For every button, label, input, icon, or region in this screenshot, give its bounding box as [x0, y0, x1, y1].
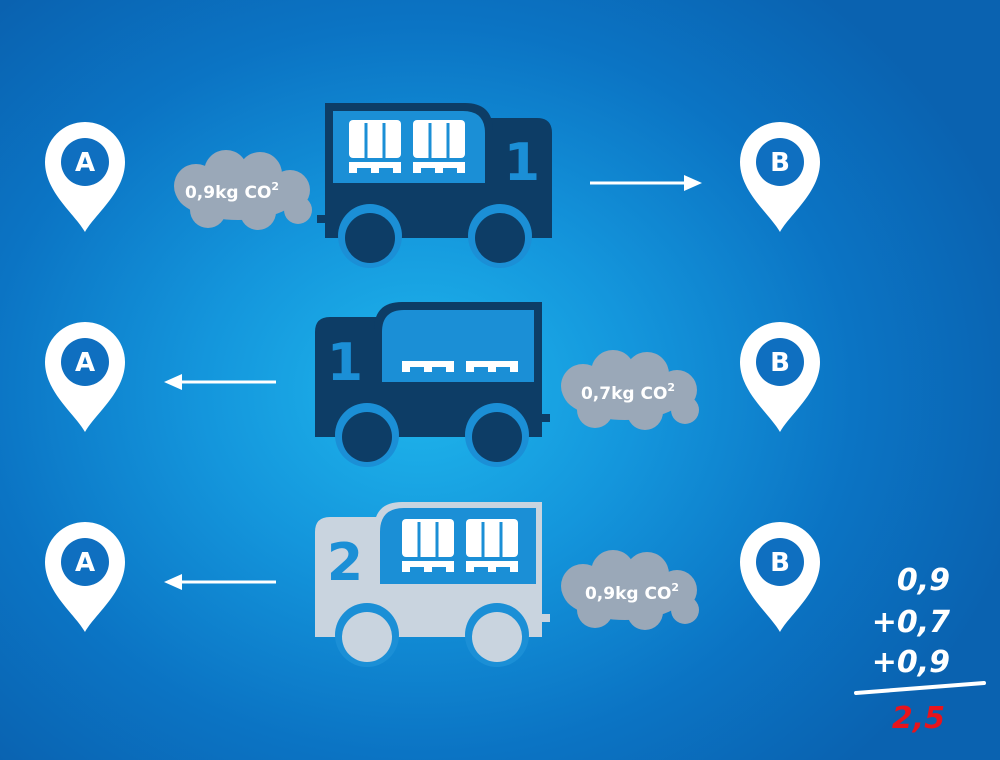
svg-text:0,9kg CO2: 0,9kg CO2: [185, 180, 279, 203]
pin-b-row2: B: [740, 322, 820, 432]
truck-1-empty: [315, 302, 550, 467]
pin-a-row2: A: [45, 322, 125, 432]
svg-text:B: B: [770, 548, 790, 578]
emission-cloud-1: 0,9kg CO2: [174, 150, 312, 230]
pin-a-row1: A: [45, 122, 125, 232]
sum-total: 2,5: [892, 701, 945, 736]
svg-text:A: A: [75, 348, 95, 378]
svg-text:0,9: 0,9: [897, 563, 950, 598]
truck-number: 1: [504, 133, 540, 193]
arrow-right-icon: [590, 175, 702, 191]
svg-text:B: B: [770, 348, 790, 378]
svg-text:0,9kg CO2: 0,9kg CO2: [585, 581, 679, 604]
emission-cloud-3: 0,9kg CO2: [561, 550, 699, 630]
emission-cloud-2: 0,7kg CO2: [561, 350, 699, 430]
arrow-left-icon: [164, 374, 276, 390]
svg-text:+0,9: +0,9: [872, 645, 950, 680]
truck-1-loaded: [317, 103, 552, 268]
svg-text:+0,7: +0,7: [872, 605, 950, 640]
svg-text:B: B: [770, 148, 790, 178]
svg-text:0,7kg CO2: 0,7kg CO2: [581, 381, 675, 404]
truck-number: 1: [327, 333, 363, 393]
pin-a-row3: A: [45, 522, 125, 632]
svg-text:A: A: [75, 548, 95, 578]
truck-2-loaded: [315, 502, 550, 667]
arrow-left-icon: [164, 574, 276, 590]
pin-b-row3: B: [740, 522, 820, 632]
svg-text:A: A: [75, 148, 95, 178]
pin-b-row1: B: [740, 122, 820, 232]
emission-sum: 0,9 +0,7 +0,9 2,5: [854, 563, 986, 736]
truck-number: 2: [327, 533, 363, 593]
